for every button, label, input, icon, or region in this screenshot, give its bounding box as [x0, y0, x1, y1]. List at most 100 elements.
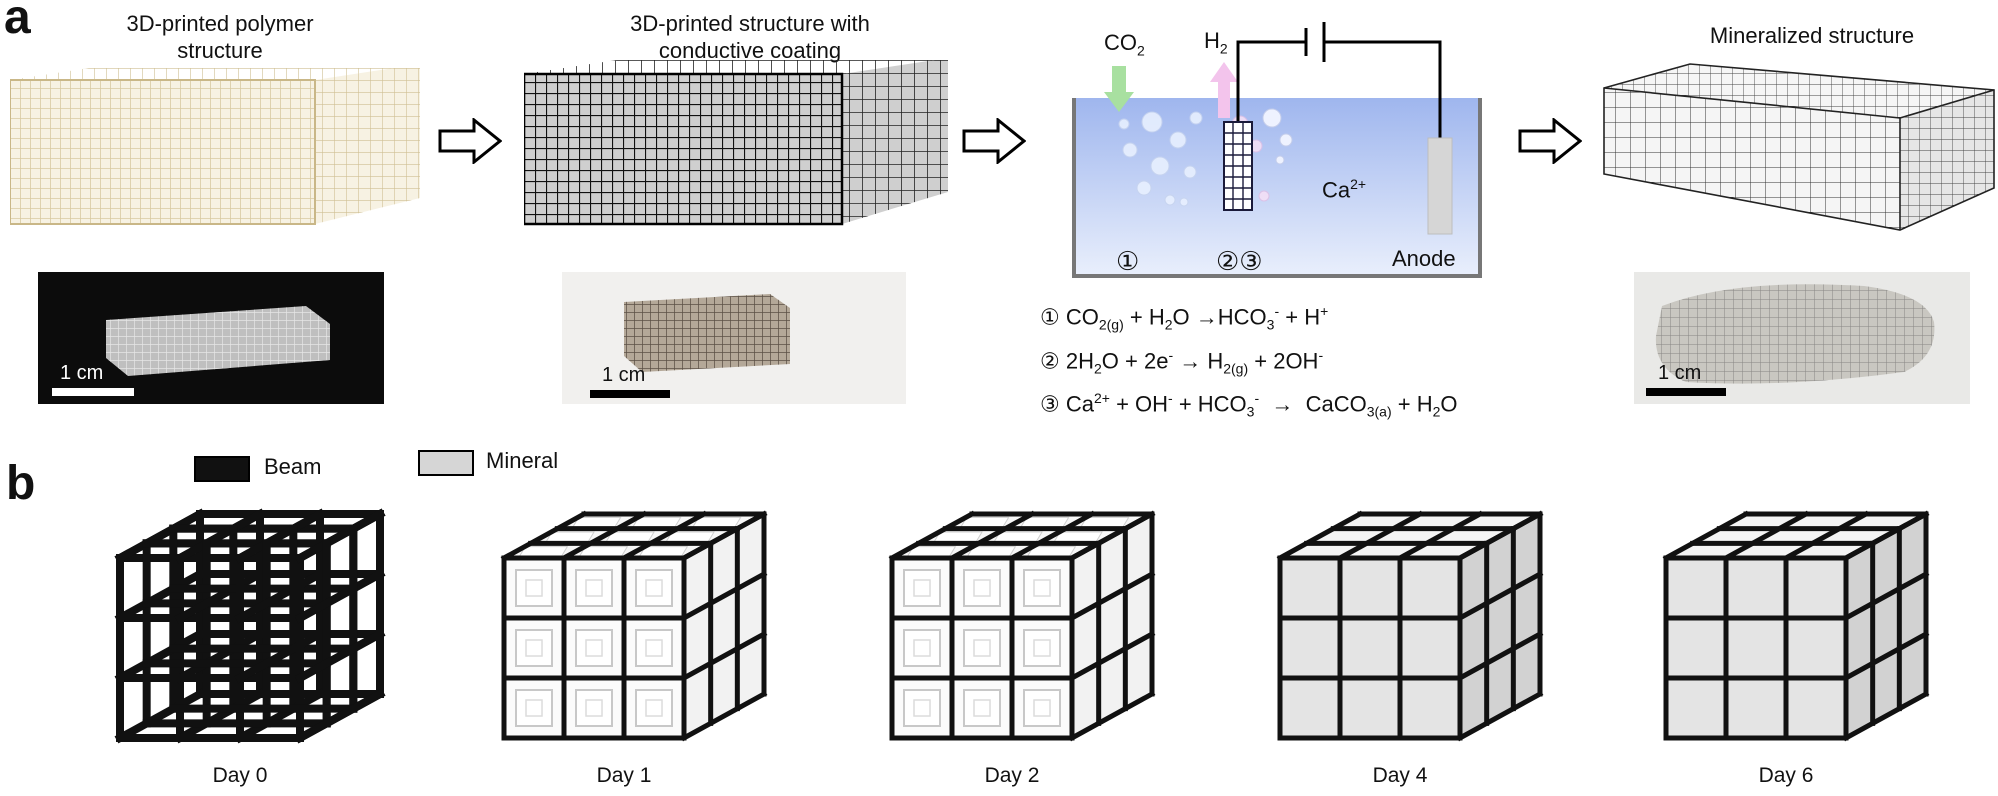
calcium-text: Ca — [1322, 177, 1351, 203]
eq3-sup: - — [1254, 390, 1260, 407]
eq1-term: + H — [1279, 304, 1321, 330]
coated-structure-photo: 1 cm — [562, 272, 906, 404]
mineral-cell — [575, 689, 613, 727]
anode-label: Anode — [1392, 246, 1456, 271]
eq1-term: CO — [1065, 304, 1099, 330]
beam — [948, 510, 1036, 562]
beam — [1008, 510, 1096, 562]
beam — [888, 510, 976, 562]
mineral-cell-inner — [913, 699, 931, 717]
eq2-sub: 2 — [1093, 360, 1102, 377]
cube-face-right — [1072, 514, 1152, 738]
scale-bar — [590, 390, 670, 398]
cube-face-front — [1280, 558, 1460, 738]
beam — [1842, 570, 1930, 622]
cube-face-right — [684, 514, 764, 738]
mineral-cell-inner — [585, 639, 603, 657]
scale-label: 1 cm — [602, 364, 646, 386]
mineral-cell — [963, 569, 1001, 607]
mineral-cell-inner — [1033, 639, 1051, 657]
mineral-cell — [963, 689, 1001, 727]
beam — [294, 688, 386, 744]
beam — [1456, 630, 1544, 682]
calcium-superscript: 2+ — [1350, 176, 1367, 192]
process-arrow-3 — [1518, 118, 1582, 164]
step2-caption: 3D-printed structure with conductive coa… — [600, 10, 900, 64]
mineral-cell — [575, 629, 613, 667]
beam — [114, 688, 206, 744]
beam — [1068, 570, 1156, 622]
beam — [1336, 510, 1424, 562]
eq1-term: + H — [1123, 304, 1165, 330]
equation-1: ① CO2(g) + H2O →HCO3- + H+ — [1040, 296, 1458, 340]
beam — [1276, 510, 1364, 562]
beam — [680, 690, 768, 742]
mineral-cell-inner — [913, 639, 931, 657]
beam — [1722, 510, 1810, 562]
tank-marker-1: ① — [1116, 246, 1140, 276]
mineral-cell — [515, 569, 553, 607]
tank-marker-2-3: ②③ — [1216, 246, 1263, 276]
equation-3-number: ③ — [1040, 391, 1060, 417]
eq2-arrow: → — [1173, 348, 1208, 374]
eq1-sup: - — [1274, 303, 1280, 319]
beam — [680, 570, 768, 622]
mineral-cell-inner — [913, 579, 931, 597]
eq1-sup: + — [1320, 303, 1329, 319]
day-label: Day 6 — [1758, 764, 1814, 787]
eq1-sub: 2 — [1164, 316, 1173, 333]
eq2-sup: - — [1168, 346, 1174, 363]
cube-face-front — [1666, 558, 1846, 738]
h2-subscript: 2 — [1219, 40, 1228, 57]
mineral-cell — [903, 689, 941, 727]
reaction-equations: ① CO2(g) + H2O →HCO3- + H+ ② 2H2O + 2e- … — [1040, 296, 1458, 427]
equation-3: ③ Ca2+ + OH- + HCO3- → CaCO3(a) + H2O — [1040, 383, 1458, 427]
eq3-term: + OH — [1109, 391, 1169, 417]
coated-lattice-render — [524, 60, 948, 226]
eq3-arrow: → — [1259, 391, 1306, 417]
mineral-cell-inner — [585, 579, 603, 597]
h2-label: H2 — [1204, 28, 1228, 56]
beam — [1456, 510, 1544, 562]
mineral-cell-inner — [973, 699, 991, 717]
beam — [174, 628, 266, 684]
eq1-term: O — [1172, 304, 1196, 330]
legend-beam-label: Beam — [264, 454, 322, 479]
beam — [1068, 630, 1156, 682]
co2-label: CO2 — [1104, 30, 1145, 58]
equation-1-number: ① — [1040, 304, 1060, 330]
mineralization-cubes — [114, 508, 1930, 744]
day-label: Day 4 — [1372, 764, 1428, 787]
beam — [234, 688, 326, 744]
mineral-cell-inner — [525, 699, 543, 717]
beam — [1782, 510, 1870, 562]
beam — [114, 568, 206, 624]
mineral-cell-inner — [973, 639, 991, 657]
h2-text: H — [1204, 28, 1220, 53]
day-label: Day 1 — [596, 764, 652, 787]
eq2-term: H — [1207, 348, 1224, 374]
mineral-cell-inner — [645, 579, 663, 597]
step1-caption-line1: 3D-printed polymer — [126, 11, 314, 36]
cube-face-right — [1846, 514, 1926, 738]
panel-a-letter: a — [4, 0, 31, 44]
beam — [1842, 690, 1930, 742]
beam — [1842, 630, 1930, 682]
beam — [174, 508, 266, 564]
beam — [680, 510, 768, 562]
eq2-sup: - — [1318, 346, 1324, 363]
eq3-term: + H — [1391, 391, 1433, 417]
panel-b-letter: b — [6, 457, 36, 510]
step4-caption: Mineralized structure — [1709, 23, 1915, 48]
day-label: Day 2 — [984, 764, 1040, 787]
beam — [114, 628, 206, 684]
eq2-term: + 2OH — [1248, 348, 1319, 374]
mineral-cell — [1023, 569, 1061, 607]
eq1-term: HCO — [1217, 304, 1267, 330]
mineralized-structure-render — [1603, 63, 1995, 231]
beam — [1456, 570, 1544, 622]
polymer-lattice-render — [10, 68, 420, 225]
mineral-cell — [635, 569, 673, 607]
scale-bar — [1646, 388, 1726, 396]
beam — [620, 510, 708, 562]
